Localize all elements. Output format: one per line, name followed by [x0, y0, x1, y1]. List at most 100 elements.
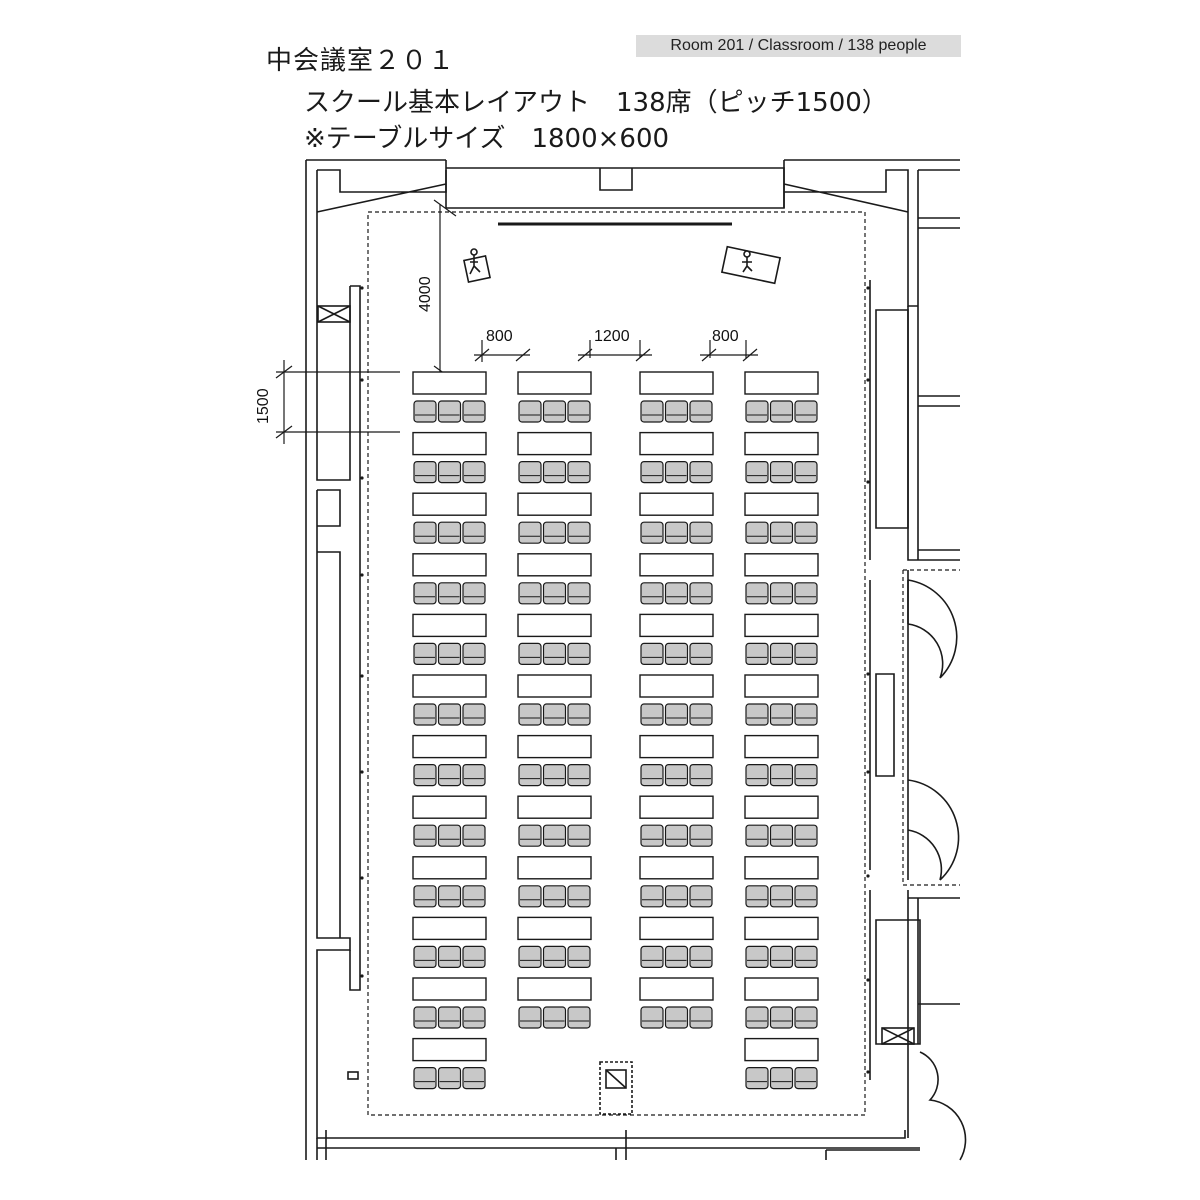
table [412, 371, 487, 395]
chair [518, 400, 542, 423]
chair [413, 1066, 437, 1090]
chair [664, 703, 689, 726]
chair [462, 461, 486, 484]
table [744, 856, 819, 880]
chair [542, 763, 567, 787]
chair [640, 885, 664, 908]
chair [542, 521, 567, 544]
chair [462, 885, 486, 908]
chair [664, 1006, 689, 1029]
podium-icon [720, 245, 782, 285]
chair [437, 824, 462, 847]
table [744, 734, 819, 759]
chair [664, 885, 689, 908]
chair [745, 824, 769, 847]
chair [664, 824, 689, 847]
table [412, 734, 487, 759]
chair [518, 642, 542, 666]
equipment-icon [599, 1061, 633, 1115]
chair [567, 885, 591, 908]
chair [794, 763, 818, 787]
chair [462, 703, 486, 726]
chair [769, 1066, 794, 1090]
chair [769, 521, 794, 544]
chair [769, 1006, 794, 1029]
chair [689, 885, 713, 908]
chair [745, 885, 769, 908]
room-badge: Room 201 / Classroom / 138 people [636, 35, 961, 57]
table [744, 1037, 819, 1062]
chair [664, 945, 689, 969]
chair [462, 1066, 486, 1090]
table-size-note: ※テーブルサイズ 1800×600 [304, 124, 670, 154]
chair [518, 885, 542, 908]
chair [745, 763, 769, 787]
chair [567, 824, 591, 847]
chair [518, 461, 542, 484]
chair [640, 703, 664, 726]
chair [567, 582, 591, 605]
chair [640, 582, 664, 605]
chair [640, 521, 664, 544]
table [744, 916, 819, 941]
chair [518, 703, 542, 726]
chair [518, 582, 542, 605]
chair [689, 945, 713, 969]
chair [794, 1006, 818, 1029]
chair [413, 824, 437, 847]
chair [745, 642, 769, 666]
chair [462, 945, 486, 969]
table [517, 613, 592, 638]
chair [689, 824, 713, 847]
chair [640, 461, 664, 484]
table [639, 734, 714, 759]
table [744, 977, 819, 1001]
chair [794, 1066, 818, 1090]
row-pitch-label: 1500 [255, 388, 272, 424]
lectern-icon [463, 248, 491, 283]
chair [640, 763, 664, 787]
chair [664, 763, 689, 787]
chair [769, 582, 794, 605]
chair [689, 1006, 713, 1029]
chair [794, 400, 818, 423]
table [639, 916, 714, 941]
chair [542, 945, 567, 969]
table [517, 492, 592, 516]
table [517, 371, 592, 395]
aisle-right-label: 800 [712, 328, 739, 345]
table [639, 492, 714, 516]
front-clearance-label: 4000 [417, 276, 434, 312]
chair [437, 945, 462, 969]
chair [794, 642, 818, 666]
chair [518, 763, 542, 787]
table [517, 553, 592, 577]
room-walls [305, 159, 967, 1161]
chair [542, 400, 567, 423]
chair [689, 461, 713, 484]
chair [794, 521, 818, 544]
chair [689, 521, 713, 544]
seating-area [412, 371, 819, 1090]
chair [664, 582, 689, 605]
chair [745, 1066, 769, 1090]
chair [769, 945, 794, 969]
chair [518, 1006, 542, 1029]
chair [542, 1006, 567, 1029]
chair [745, 945, 769, 969]
chair [689, 763, 713, 787]
chair [413, 461, 437, 484]
aisle-center-label: 1200 [594, 328, 630, 345]
table [517, 916, 592, 941]
chair [689, 642, 713, 666]
table [412, 613, 487, 638]
table [639, 371, 714, 395]
table [639, 553, 714, 577]
table [639, 613, 714, 638]
table [412, 431, 487, 456]
chair [462, 582, 486, 605]
table [412, 795, 487, 819]
chair [689, 400, 713, 423]
chair [542, 885, 567, 908]
